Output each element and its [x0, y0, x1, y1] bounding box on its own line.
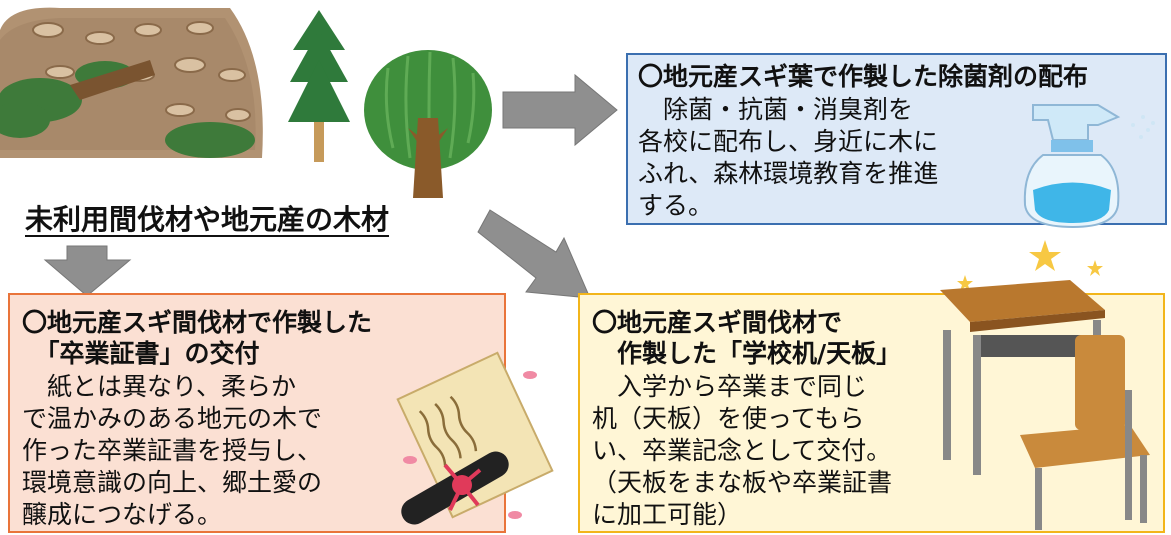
arrow-right-icon — [502, 73, 618, 147]
desk-info-box: 〇地元産スギ間伐材で 作製した「学校机/天板」 入学から卒業まで同じ 机（天板）… — [578, 293, 1165, 533]
cut-forest-illustration — [0, 7, 263, 158]
desk-box-body: 入学から卒業まで同じ 机（天板）を使ってもら い、卒業記念として交付。 （天板を… — [592, 372, 893, 529]
cedar-tree-icon — [288, 10, 350, 162]
spray-box-body: 除菌・抗菌・消臭剤を 各校に配布し、身近に木に ふれ、森林環境教育を推進 する。 — [638, 95, 939, 220]
wooden-certificate-scroll-icon — [396, 351, 554, 525]
desk-box-title: 〇地元産スギ間伐材で 作製した「学校机/天板」 — [592, 308, 902, 368]
certificate-info-box: 〇地元産スギ間伐材で作製した 「卒業証書」の交付 紙とは異なり、柔らか で温かみ… — [8, 293, 554, 533]
arrow-diagonal-icon — [477, 209, 591, 299]
certificate-box-title: 〇地元産スギ間伐材で作製した 「卒業証書」の交付 — [22, 308, 373, 368]
spray-info-box: 〇地元産スギ葉で作製した除菌剤の配布 除菌・抗菌・消臭剤を 各校に配布し、身近に… — [626, 53, 1167, 229]
spray-box-title: 〇地元産スギ葉で作製した除菌剤の配布 — [638, 62, 1089, 91]
spray-bottle-icon — [1023, 104, 1155, 229]
school-desk-chair-icon — [940, 240, 1150, 530]
certificate-box-body: 紙とは異なり、柔らか で温かみのある地元の木で 作った卒業証書を授与し、 環境意… — [22, 372, 323, 529]
main-label: 未利用間伐材や地元産の木材 — [25, 203, 390, 236]
arrow-down-icon — [43, 245, 132, 297]
broadleaf-tree-icon — [364, 50, 492, 198]
